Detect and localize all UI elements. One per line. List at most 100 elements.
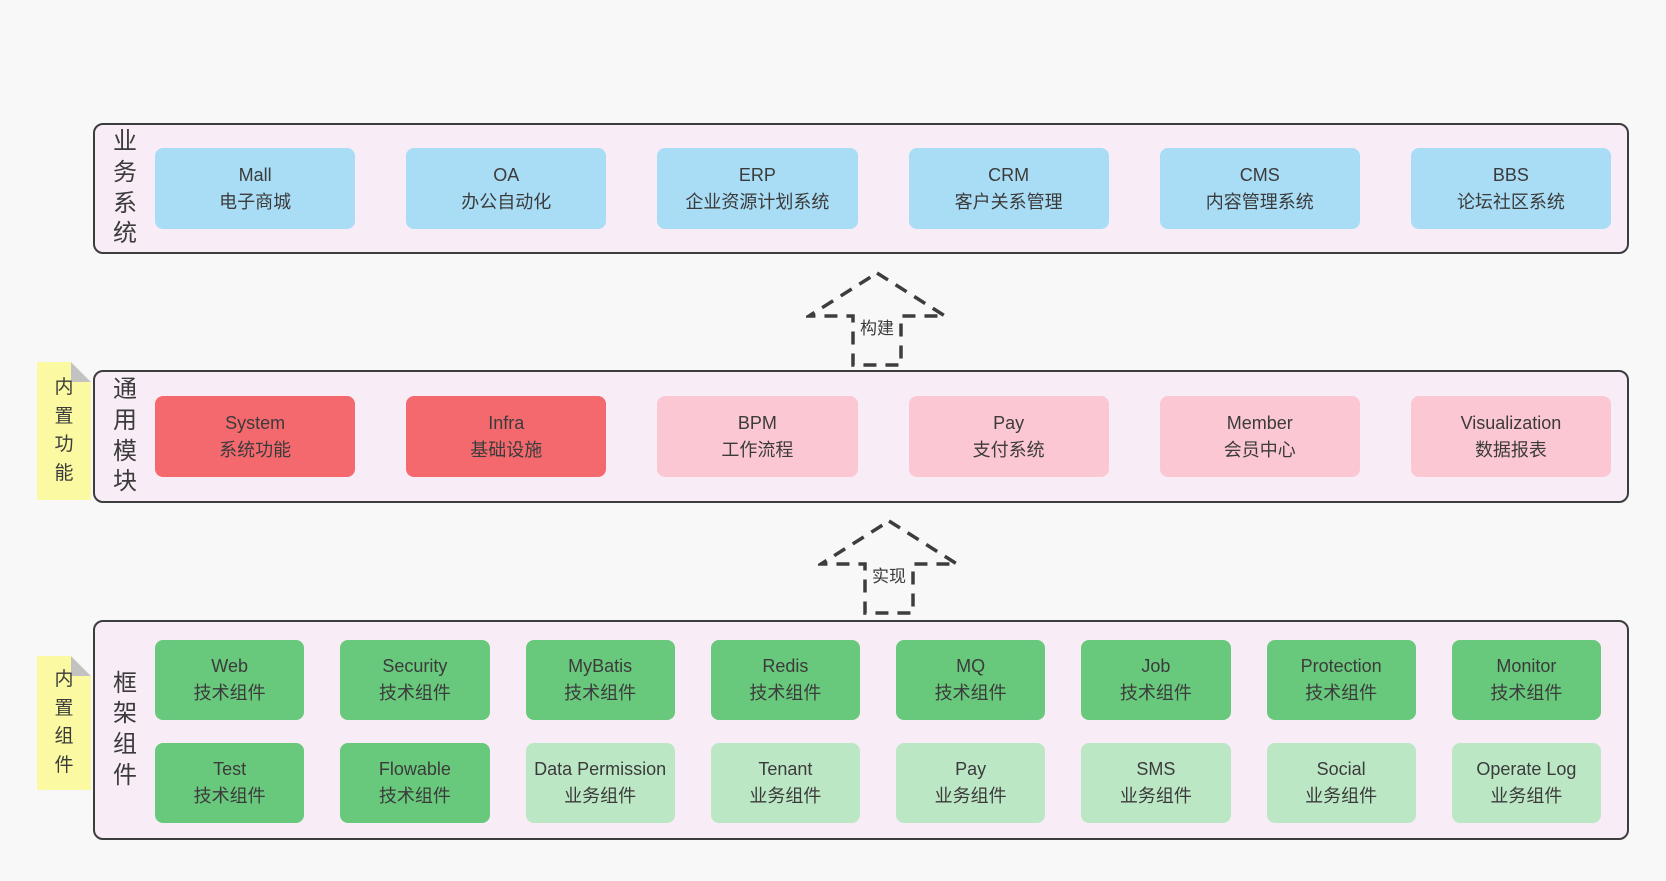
module-box-bpm: BPM 工作流程: [657, 396, 858, 477]
module-box-member: Member 会员中心: [1159, 396, 1360, 477]
arrow-implement-label: 实现: [867, 561, 911, 588]
box-desc: 技术组件: [749, 683, 822, 703]
panel-side-label-text: 通用模块: [113, 376, 137, 496]
module-box-pay: Pay 支付系统: [908, 396, 1109, 477]
module-box-visualization: Visualization 数据报表: [1410, 396, 1612, 477]
panel-framework-components: 框架组件 Web 技术组件 Security 技术组件 MyBatis 技术组件…: [93, 620, 1629, 840]
box-name: Member: [1226, 412, 1293, 433]
component-box-test: Test 技术组件: [155, 743, 305, 823]
panel-side-label: 框架组件: [95, 622, 155, 838]
box-name: CMS: [1239, 164, 1280, 185]
box-desc: 技术组件: [378, 786, 451, 806]
business-box-bbs: BBS 论坛社区系统: [1410, 148, 1612, 229]
component-box-monitor: Monitor 技术组件: [1451, 640, 1601, 720]
box-desc: 技术组件: [193, 786, 266, 806]
box-desc: 会员中心: [1223, 439, 1296, 460]
box-desc: 支付系统: [972, 439, 1045, 460]
box-desc: 技术组件: [1490, 683, 1563, 703]
box-name: Pay: [955, 759, 987, 779]
box-desc: 技术组件: [564, 683, 637, 703]
box-name: BBS: [1492, 164, 1529, 185]
box-name: Web: [211, 656, 248, 676]
module-box-infra: Infra 基础设施: [406, 396, 607, 477]
box-name: MyBatis: [568, 656, 633, 676]
box-name: BPM: [737, 412, 777, 433]
box-desc: 系统功能: [219, 439, 292, 460]
box-name: Mall: [238, 164, 272, 185]
box-desc: 办公自动化: [461, 191, 552, 212]
box-desc: 数据报表: [1474, 439, 1547, 460]
box-name: Social: [1316, 759, 1366, 779]
panel-side-label-text: 业务系统: [113, 128, 137, 248]
sticky-note-text: 内置功能: [54, 377, 74, 484]
box-desc: 业务组件: [749, 786, 822, 806]
panel-side-label-text: 框架组件: [113, 669, 137, 789]
component-box-data-permission: Data Permission 业务组件: [525, 743, 675, 823]
component-box-protection: Protection 技术组件: [1266, 640, 1416, 720]
box-desc: 业务组件: [1305, 786, 1378, 806]
module-box-system: System 系统功能: [155, 396, 356, 477]
sticky-note-builtin-components: 内置组件: [37, 656, 91, 790]
box-desc: 业务组件: [564, 786, 637, 806]
box-desc: 业务组件: [1490, 786, 1563, 806]
box-desc: 工作流程: [721, 439, 794, 460]
box-desc: 企业资源计划系统: [685, 191, 830, 212]
arrow-build-label: 构建: [855, 313, 899, 340]
panel-common-modules: 通用模块 System 系统功能 Infra 基础设施 BPM 工作流程 Pay…: [93, 370, 1629, 503]
box-name: Operate Log: [1476, 759, 1577, 779]
box-desc: 业务组件: [1119, 786, 1192, 806]
box-desc: 基础设施: [470, 439, 543, 460]
box-desc: 技术组件: [193, 683, 266, 703]
sticky-note-text: 内置组件: [54, 669, 74, 776]
sticky-note-builtin-features: 内置功能: [37, 362, 91, 500]
box-name: ERP: [738, 164, 776, 185]
arrow-up-build: 构建: [806, 270, 948, 368]
box-name: Visualization: [1460, 412, 1562, 433]
component-box-redis: Redis 技术组件: [710, 640, 860, 720]
box-name: Redis: [762, 656, 809, 676]
panel-business-systems: 业务系统 Mall 电子商城 OA 办公自动化 ERP 企业资源计划系统 CRM…: [93, 123, 1629, 254]
component-box-mq: MQ 技术组件: [896, 640, 1046, 720]
box-name: Tenant: [758, 759, 813, 779]
box-name: OA: [493, 164, 520, 185]
component-box-security: Security 技术组件: [340, 640, 490, 720]
business-box-erp: ERP 企业资源计划系统: [657, 148, 858, 229]
box-desc: 技术组件: [934, 683, 1007, 703]
component-box-job: Job 技术组件: [1081, 640, 1231, 720]
component-box-social: Social 业务组件: [1266, 743, 1416, 823]
arrow-up-implement: 实现: [818, 518, 960, 616]
box-name: Test: [213, 759, 247, 779]
panel-side-label: 通用模块: [95, 372, 155, 501]
box-name: Protection: [1300, 656, 1382, 676]
box-name: Monitor: [1496, 656, 1557, 676]
box-name: Security: [382, 656, 448, 676]
business-box-cms: CMS 内容管理系统: [1159, 148, 1360, 229]
modules-box-row: System 系统功能 Infra 基础设施 BPM 工作流程 Pay 支付系统…: [155, 372, 1627, 501]
box-desc: 论坛社区系统: [1456, 191, 1565, 212]
box-desc: 技术组件: [378, 683, 451, 703]
box-desc: 技术组件: [1119, 683, 1192, 703]
component-box-pay: Pay 业务组件: [896, 743, 1046, 823]
box-desc: 内容管理系统: [1205, 191, 1314, 212]
box-name: Data Permission: [534, 759, 667, 779]
component-box-flowable: Flowable 技术组件: [340, 743, 490, 823]
business-box-row: Mall 电子商城 OA 办公自动化 ERP 企业资源计划系统 CRM 客户关系…: [155, 125, 1627, 252]
box-name: Flowable: [378, 759, 451, 779]
component-box-tenant: Tenant 业务组件: [710, 743, 860, 823]
panel-side-label: 业务系统: [95, 125, 155, 252]
component-box-operate-log: Operate Log 业务组件: [1451, 743, 1601, 823]
component-box-mybatis: MyBatis 技术组件: [525, 640, 675, 720]
box-desc: 客户关系管理: [954, 191, 1063, 212]
box-name: SMS: [1136, 759, 1176, 779]
component-box-web: Web 技术组件: [155, 640, 305, 720]
box-desc: 业务组件: [934, 786, 1007, 806]
business-box-crm: CRM 客户关系管理: [908, 148, 1109, 229]
box-name: System: [225, 412, 286, 433]
business-box-oa: OA 办公自动化: [406, 148, 607, 229]
business-box-mall: Mall 电子商城: [155, 148, 356, 229]
box-desc: 技术组件: [1305, 683, 1378, 703]
box-name: Pay: [993, 412, 1025, 433]
box-desc: 电子商城: [219, 191, 292, 212]
components-grid: Web 技术组件 Security 技术组件 MyBatis 技术组件 Redi…: [155, 622, 1627, 838]
